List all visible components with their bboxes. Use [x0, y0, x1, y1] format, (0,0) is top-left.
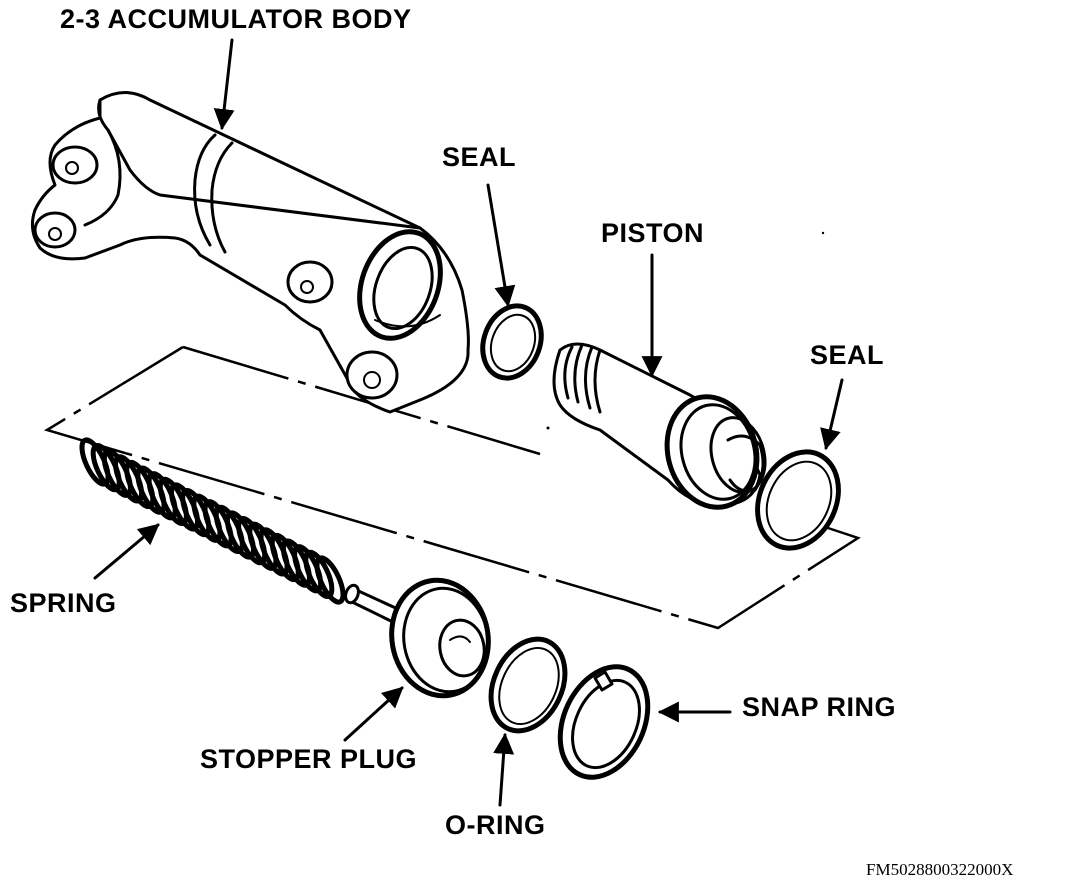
accumulator-body-label: 2-3 ACCUMULATOR BODY [60, 4, 412, 34]
seal-right-leader [820, 378, 844, 451]
stopper-plug-leader [343, 686, 404, 742]
seal-right-label: SEAL [810, 340, 885, 370]
piston-label: PISTON [601, 218, 705, 248]
o-ring-part [488, 636, 568, 734]
accumulator-body-leader [213, 38, 235, 131]
seal-right-part [755, 449, 841, 551]
stopper-plug-label: STOPPER PLUG [200, 744, 418, 774]
seal-top-leader [486, 183, 516, 308]
piston-part [552, 342, 767, 510]
spring-part [79, 437, 346, 605]
seal-top-part [480, 303, 544, 381]
figure-code: FM5028800322000X [866, 860, 1014, 879]
spring-label: SPRING [10, 588, 117, 618]
spring-coil [314, 555, 346, 605]
o-ring-leader [493, 732, 515, 807]
stopper-plug-part [344, 577, 491, 699]
seal-top-label: SEAL [442, 142, 517, 172]
o-ring-label: O-RING [445, 810, 546, 840]
snap-ring-part [557, 664, 651, 780]
spring-leader [93, 523, 160, 580]
accumulator-body-part [30, 91, 470, 414]
snap-ring-label: SNAP RING [742, 692, 897, 722]
assembly-dashed-outline [43, 345, 861, 630]
